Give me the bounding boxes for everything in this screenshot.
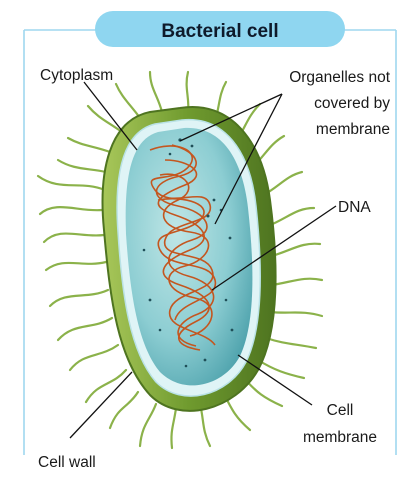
title: Bacterial cell bbox=[161, 21, 278, 42]
label-organelles-line2: covered by bbox=[314, 95, 390, 112]
cell-wall-leader bbox=[70, 372, 132, 438]
label-cytoplasm: Cytoplasm bbox=[40, 67, 113, 84]
label-dna: DNA bbox=[338, 199, 371, 216]
label-cell-membrane-line2: membrane bbox=[303, 429, 377, 446]
label-organelles-line3: membrane bbox=[316, 121, 390, 138]
label-organelles-line1: Organelles not bbox=[289, 69, 391, 86]
cytoplasm-leader bbox=[84, 82, 137, 150]
label-cell-membrane-line1: Cell bbox=[327, 402, 354, 419]
title-banner: Bacterial cell bbox=[95, 11, 345, 47]
label-cell-wall: Cell wall bbox=[38, 454, 96, 471]
